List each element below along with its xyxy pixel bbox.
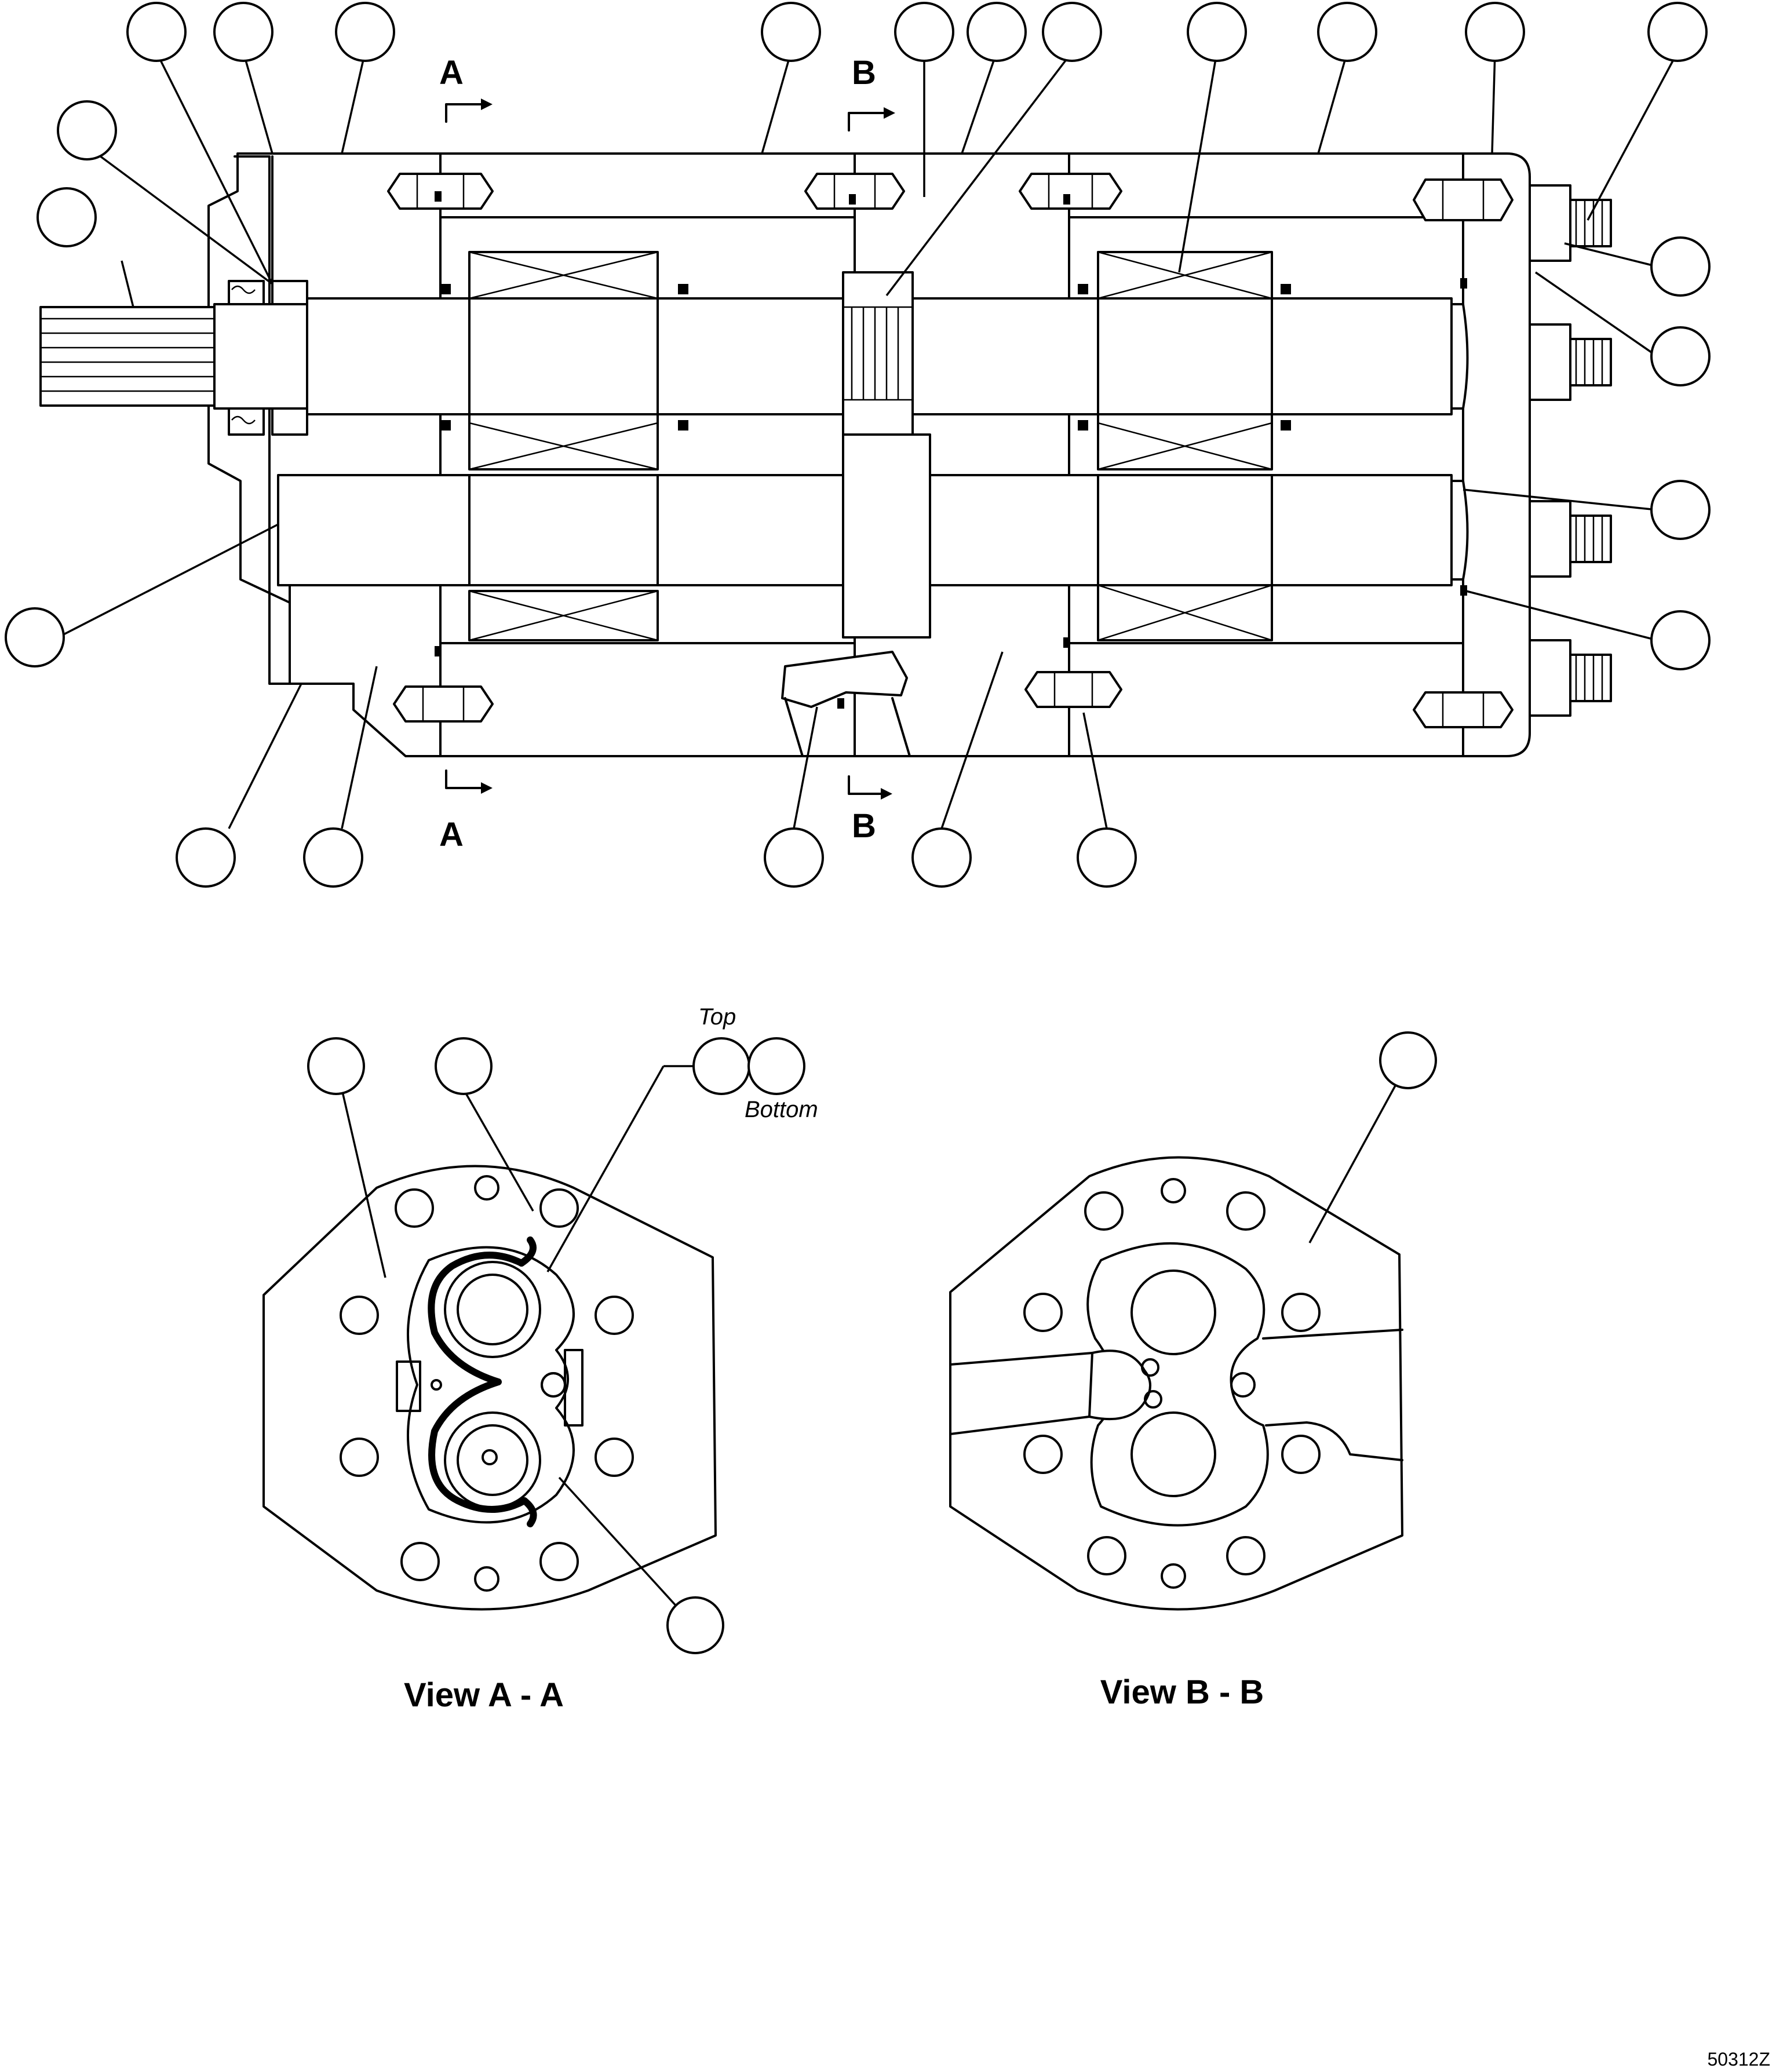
detail-label-top: Top [698,1004,736,1030]
shaft-seal-pack [228,280,308,436]
callout-leaders-view-b [1308,1083,1398,1243]
front-flange-plate [234,155,291,685]
bearing-markers [435,191,1467,709]
section-marker-b-bottom: B [852,807,876,845]
callout-leaders-view-a [341,1065,695,1609]
view-a-outline [262,1165,717,1611]
callout-leaders-main [57,51,1679,829]
view-b-b [949,1156,1403,1611]
pump-cross-section: A A B B [39,54,1612,853]
section-marker-a-bottom: A [439,816,464,853]
view-a-title: View A - A [404,1676,564,1714]
view-a-a [262,1165,717,1611]
callout-bubbles-view-a [307,1037,805,1654]
figure-code: 50312Z [1707,2049,1770,2070]
view-b-title: View B - B [1100,1673,1264,1711]
broken-out-section [781,651,908,708]
outlet-fittings [1529,184,1612,717]
lower-gear-row [277,433,1469,641]
callout-bubbles-main [5,2,1711,888]
dowel-pin-row-bottom [393,671,1514,728]
upper-gear-row [306,251,1469,470]
pump-housing-outline [207,152,1531,757]
callout-bubbles-view-b [1379,1031,1437,1089]
view-b-outline [949,1156,1403,1611]
section-marker-a-top: A [439,54,464,92]
view-a-gear-pocket [407,1246,575,1524]
detail-label-bottom: Bottom [745,1097,818,1122]
section-marker-b-top: B [852,54,876,92]
section-cut-markers [445,99,895,800]
